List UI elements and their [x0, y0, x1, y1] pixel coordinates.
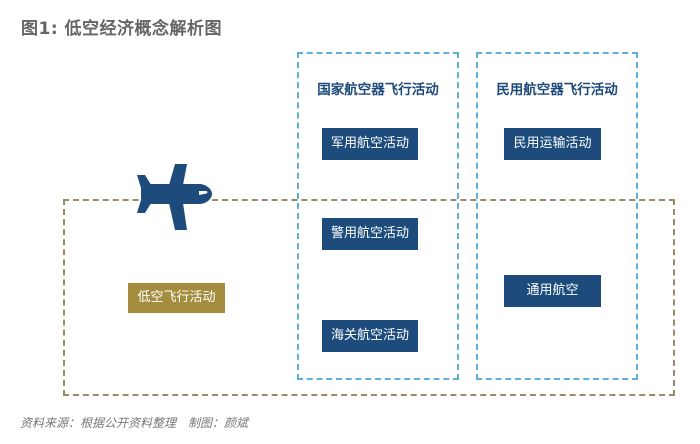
civil-aircraft-group	[476, 52, 638, 380]
military-aviation-node: 军用航空活动	[322, 128, 418, 160]
police-aviation-node: 警用航空活动	[322, 218, 418, 250]
airplane-icon	[137, 164, 212, 230]
page-title: 图1: 低空经济概念解析图	[21, 19, 223, 39]
civil-transport-node: 民用运输活动	[504, 128, 601, 160]
low-altitude-flight-node: 低空飞行活动	[128, 283, 225, 313]
customs-aviation-node: 海关航空活动	[322, 320, 418, 352]
civil-aircraft-header: 民用航空器飞行活动	[496, 82, 618, 98]
footer-source: 资料来源：根据公开资料整理	[20, 416, 177, 430]
general-aviation-node: 通用航空	[504, 275, 601, 307]
low-altitude-region	[63, 199, 675, 396]
footer-author: 制图：颜斌	[188, 416, 249, 430]
national-aircraft-header: 国家航空器飞行活动	[317, 82, 439, 98]
national-aircraft-group	[297, 52, 459, 380]
